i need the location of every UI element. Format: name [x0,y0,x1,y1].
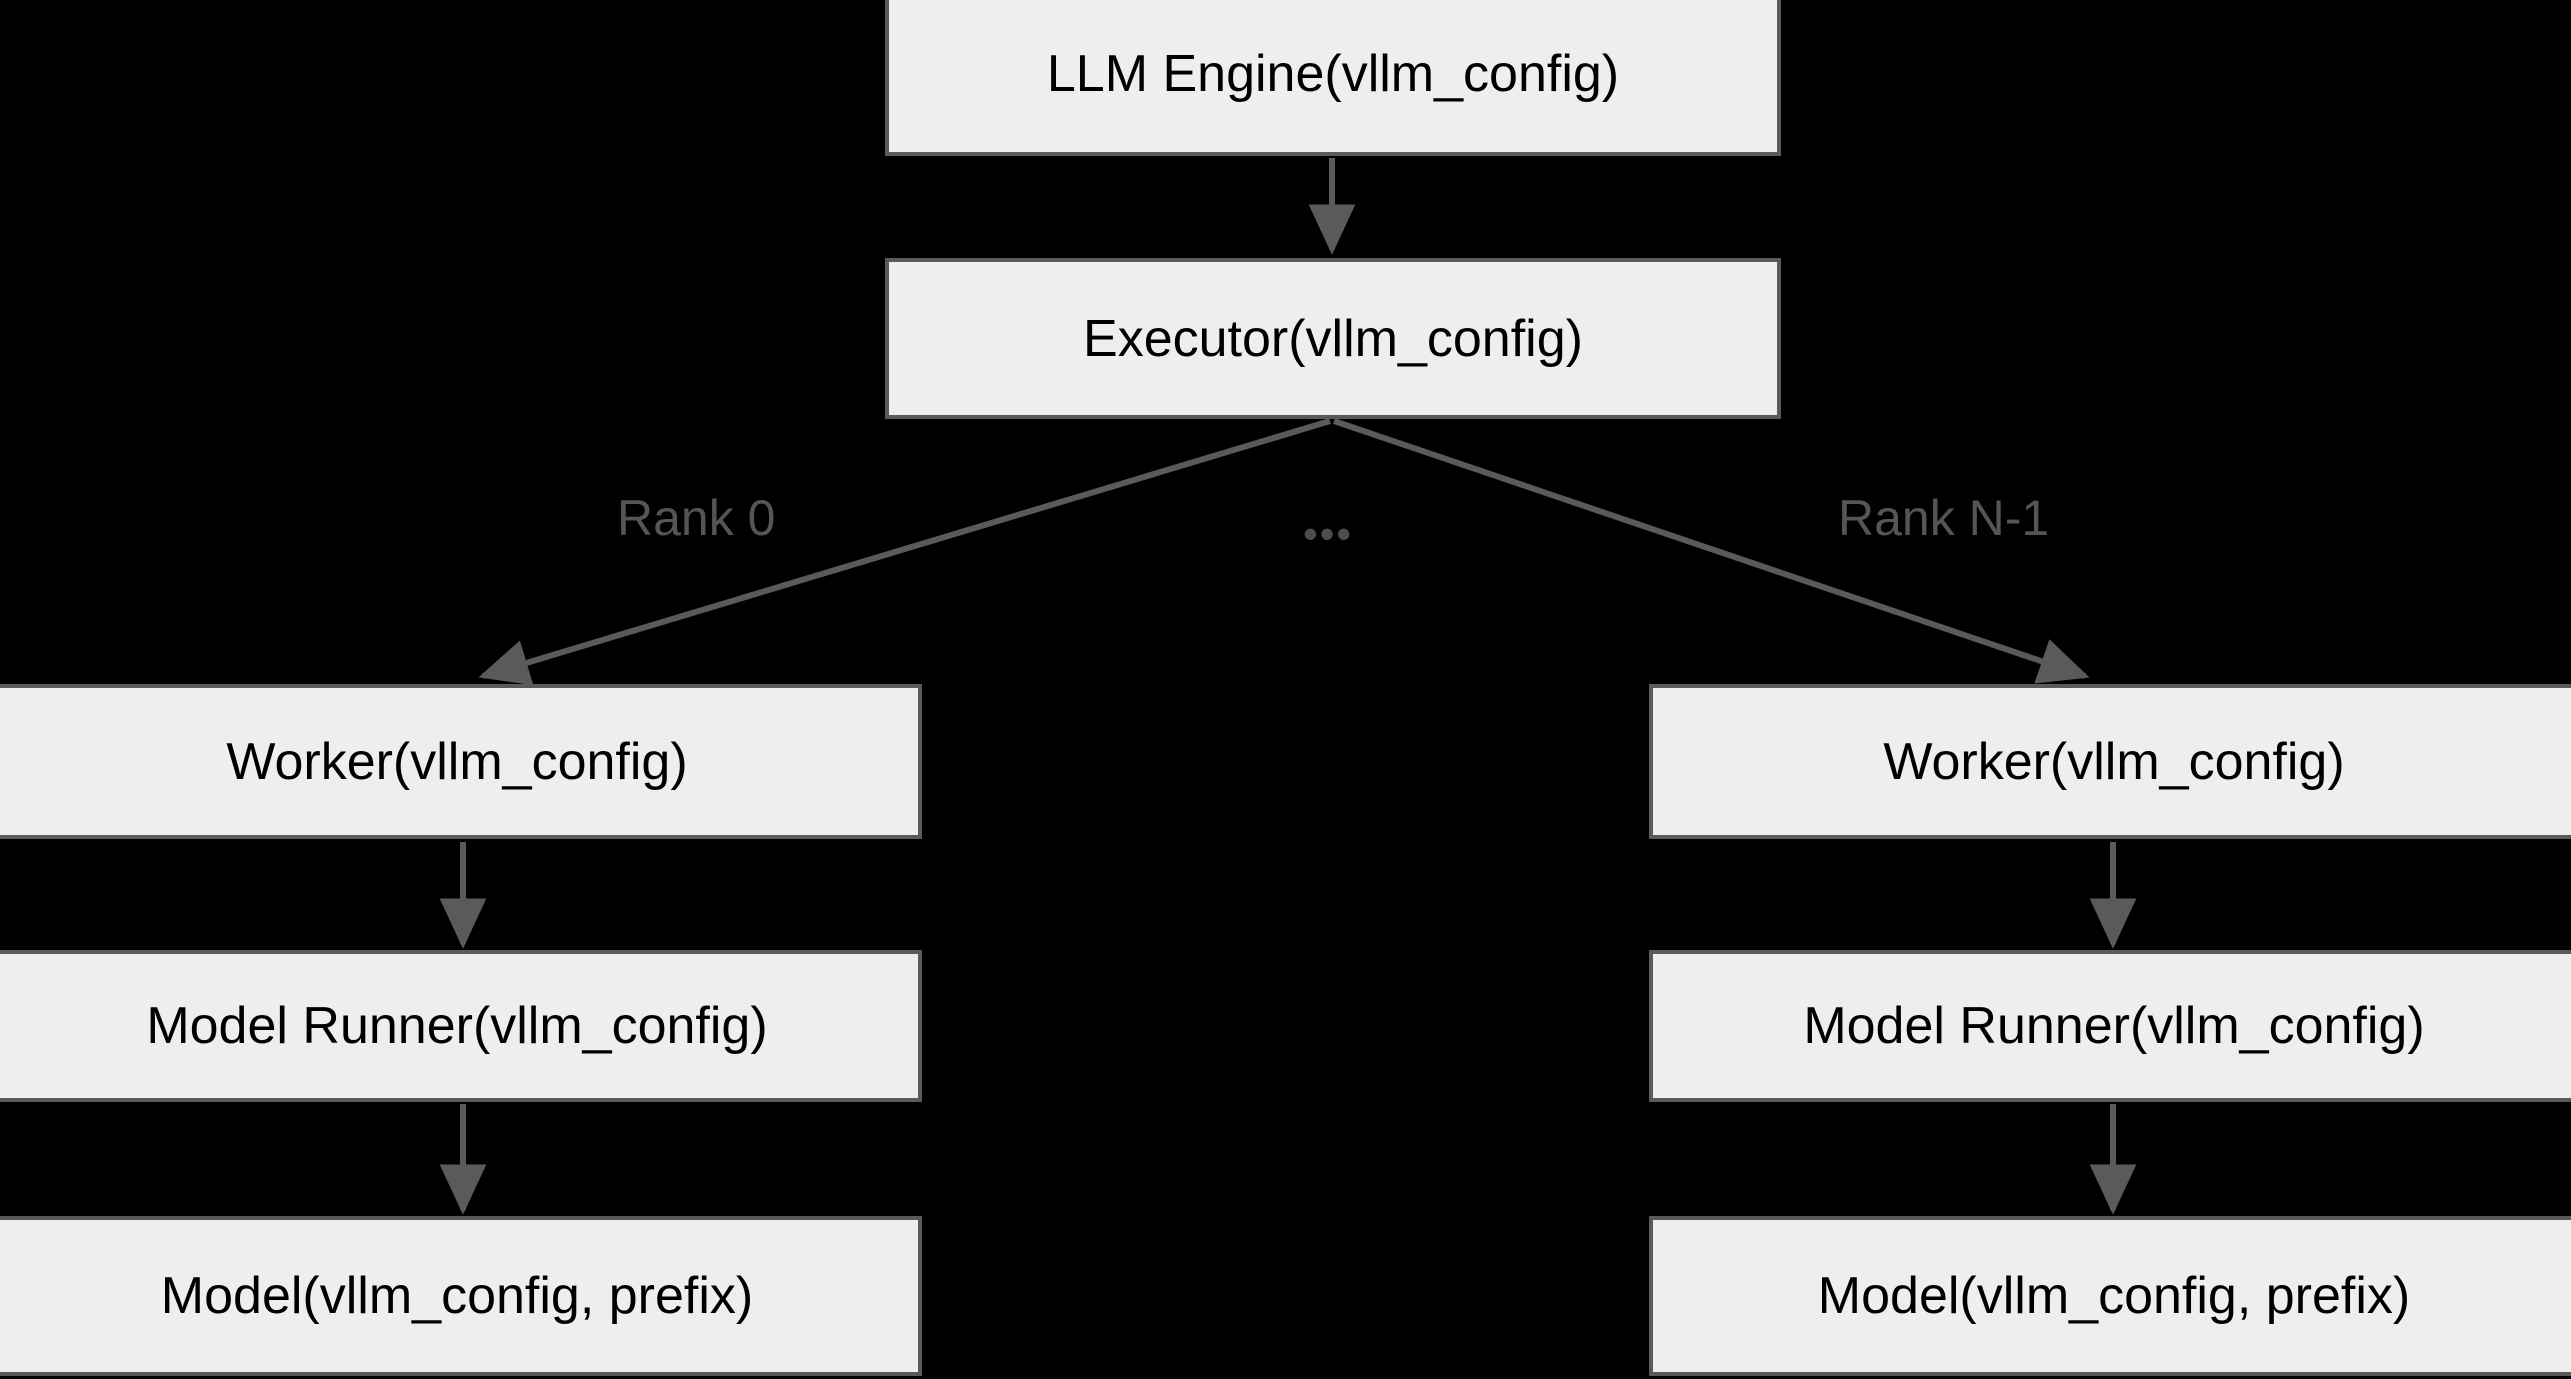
node-model-rank0-label: Model(vllm_config, prefix) [160,1267,754,1325]
node-model-rankn[interactable]: Model(vllm_config, prefix) [1649,1216,2571,1376]
node-model-runner-rank0-label: Model Runner(vllm_config) [146,997,768,1055]
node-model-rankn-label: Model(vllm_config, prefix) [1817,1267,2411,1325]
node-model-runner-rank0[interactable]: Model Runner(vllm_config) [0,950,922,1102]
node-llm-engine-label: LLM Engine(vllm_config) [1046,45,1620,103]
edge-executor-to-worker-rankn [1333,418,2090,684]
rank-ellipsis-label: ••• [1303,510,1354,557]
node-model-runner-rankn-label: Model Runner(vllm_config) [1803,997,2425,1055]
node-executor-label: Executor(vllm_config) [1083,309,1583,368]
node-worker-rank0-label: Worker(vllm_config) [226,732,688,791]
edge-executor-to-worker-rank0 [478,418,1331,686]
edge-label-rank-n-1: Rank N-1 [1838,490,2050,546]
node-worker-rank0[interactable]: Worker(vllm_config) [0,684,922,839]
node-worker-rankn[interactable]: Worker(vllm_config) [1649,684,2571,839]
node-llm-engine[interactable]: LLM Engine(vllm_config) [885,0,1781,156]
node-model-runner-rankn[interactable]: Model Runner(vllm_config) [1649,950,2571,1102]
node-executor[interactable]: Executor(vllm_config) [885,258,1781,419]
node-model-rank0[interactable]: Model(vllm_config, prefix) [0,1216,922,1376]
edge-label-rank-0: Rank 0 [617,490,776,546]
node-worker-rankn-label: Worker(vllm_config) [1883,732,2345,791]
